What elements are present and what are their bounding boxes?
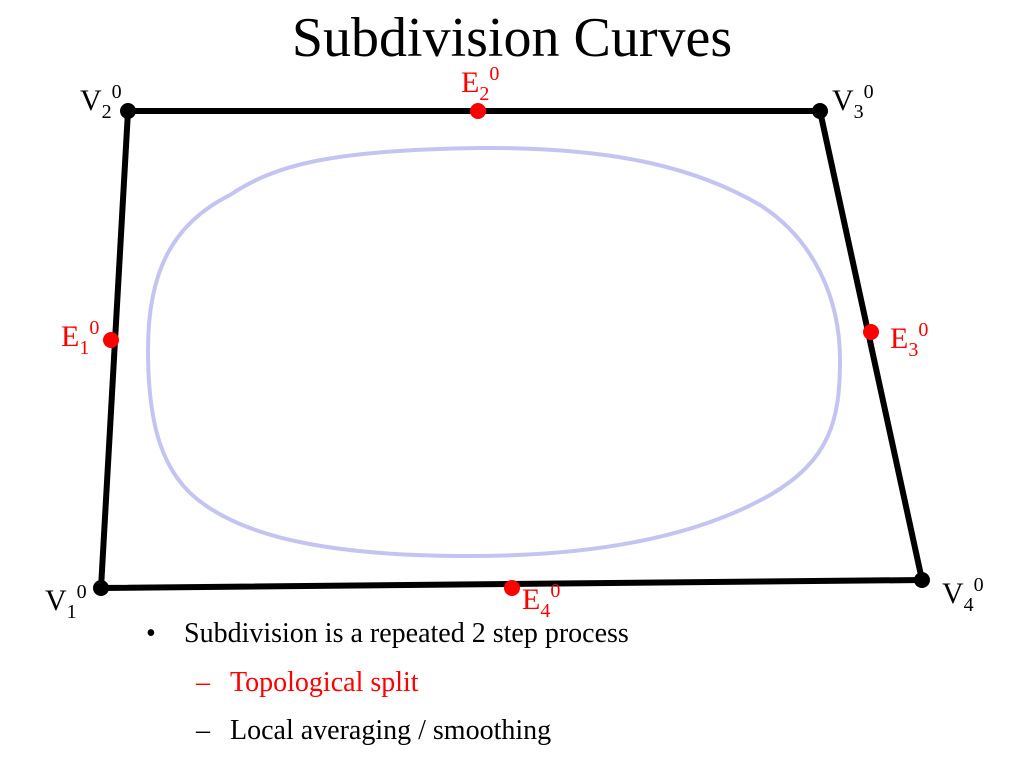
label-e4: E40 [522, 580, 560, 622]
label-v2: V20 [80, 81, 122, 123]
edge-point-e3 [863, 324, 879, 340]
edge-point-e2 [470, 103, 486, 119]
label-v1: V10 [45, 581, 87, 623]
vertex-point-v4 [914, 572, 930, 588]
label-v4: V40 [942, 574, 984, 616]
label-e2: E20 [461, 63, 499, 105]
label-e3: E30 [890, 319, 928, 361]
edge-point-e4 [504, 580, 520, 596]
vertex-point-v3 [812, 103, 828, 119]
vertex-point-v1 [93, 580, 109, 596]
label-v3: V30 [832, 81, 874, 123]
edge-point-e1 [103, 332, 119, 348]
slide-title: Subdivision Curves [291, 7, 733, 69]
limit-curve [145, 145, 843, 559]
vertex-point-v2 [120, 103, 136, 119]
label-e1: E10 [61, 317, 99, 359]
